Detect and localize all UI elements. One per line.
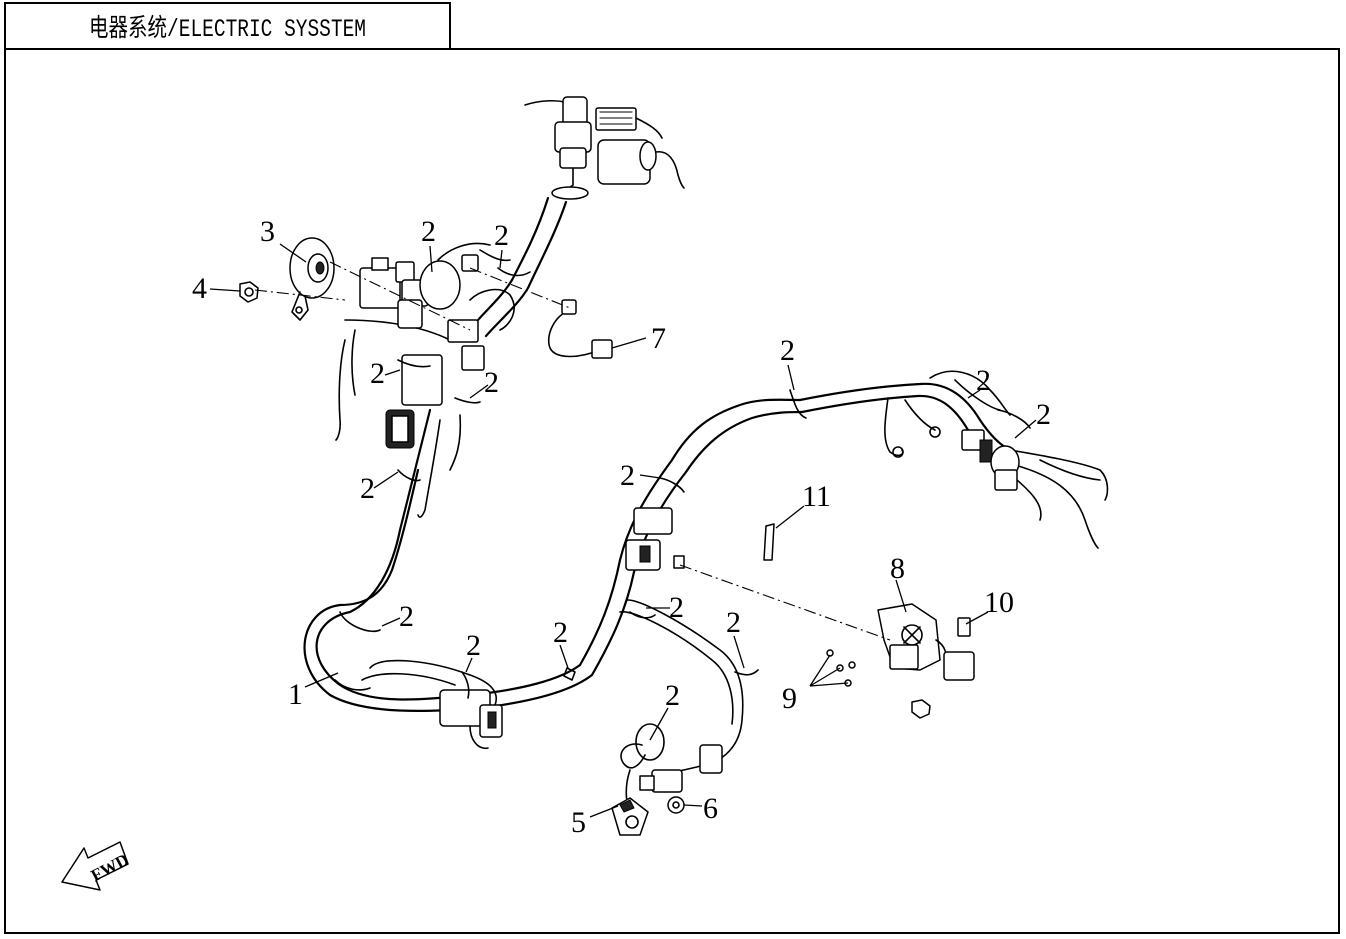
page-title: 电器系统/ELECTRIC SYSSTEM <box>89 15 366 44</box>
nut-lower <box>911 699 931 719</box>
mid-harness-connectors <box>625 507 723 793</box>
main-harness <box>303 196 1109 813</box>
callout-2: 2 <box>399 600 414 633</box>
sensor-part-6 <box>611 797 649 836</box>
assembly-centerlines <box>254 261 891 641</box>
callout-2: 2 <box>370 357 385 390</box>
horn-nut <box>239 281 259 303</box>
lower-harness-connector <box>439 689 503 750</box>
callout-9: 8 <box>890 552 905 585</box>
callout-2: 2 <box>780 334 795 367</box>
handlebar-connector-group <box>524 96 685 200</box>
callout-3: 2 <box>553 616 568 649</box>
right-connector-cluster <box>892 426 1020 491</box>
bracket-part-9 <box>877 603 975 681</box>
callout-2: 2 <box>466 629 481 662</box>
drawing-frame <box>4 48 1340 934</box>
callout-2: 2 <box>620 459 635 492</box>
bolt-part-7 <box>667 796 685 814</box>
callout-2: 2 <box>665 679 680 712</box>
callout-11: 10 <box>984 586 1014 619</box>
left-connector-cluster <box>359 254 485 449</box>
leader-lines <box>209 243 1037 818</box>
title-box: 电器系统/ELECTRIC SYSSTEM <box>4 2 451 48</box>
callout-2: 2 <box>669 591 684 624</box>
screws-part-10 <box>826 649 856 687</box>
callout-5: 4 <box>192 272 207 305</box>
callout-10: 9 <box>782 682 797 715</box>
callout-4: 3 <box>260 215 275 248</box>
callout-2: 2 <box>484 366 499 399</box>
callout-1: 1 <box>288 678 303 711</box>
callout-2: 2 <box>726 606 741 639</box>
callout-12: 11 <box>802 480 831 513</box>
callout-2: 2 <box>421 215 436 248</box>
callout-2: 2 <box>494 219 509 252</box>
connector-part-8 <box>548 299 613 359</box>
callout-8: 7 <box>651 322 666 355</box>
callout-labels: 1 2 2 2 2 2 2 2 2 2 2 2 2 2 2 2 3 4 5 6 … <box>192 215 1051 839</box>
tape-part-12 <box>763 523 775 561</box>
callout-2: 2 <box>1036 398 1051 431</box>
horn <box>289 237 335 321</box>
callout-7: 6 <box>703 792 718 825</box>
harness-clamps <box>334 267 807 761</box>
callout-2: 2 <box>976 364 991 397</box>
callout-6: 5 <box>571 806 586 839</box>
callout-2: 2 <box>360 472 375 505</box>
fuse-part-11 <box>957 617 971 637</box>
fwd-arrow: FWD <box>61 841 132 891</box>
